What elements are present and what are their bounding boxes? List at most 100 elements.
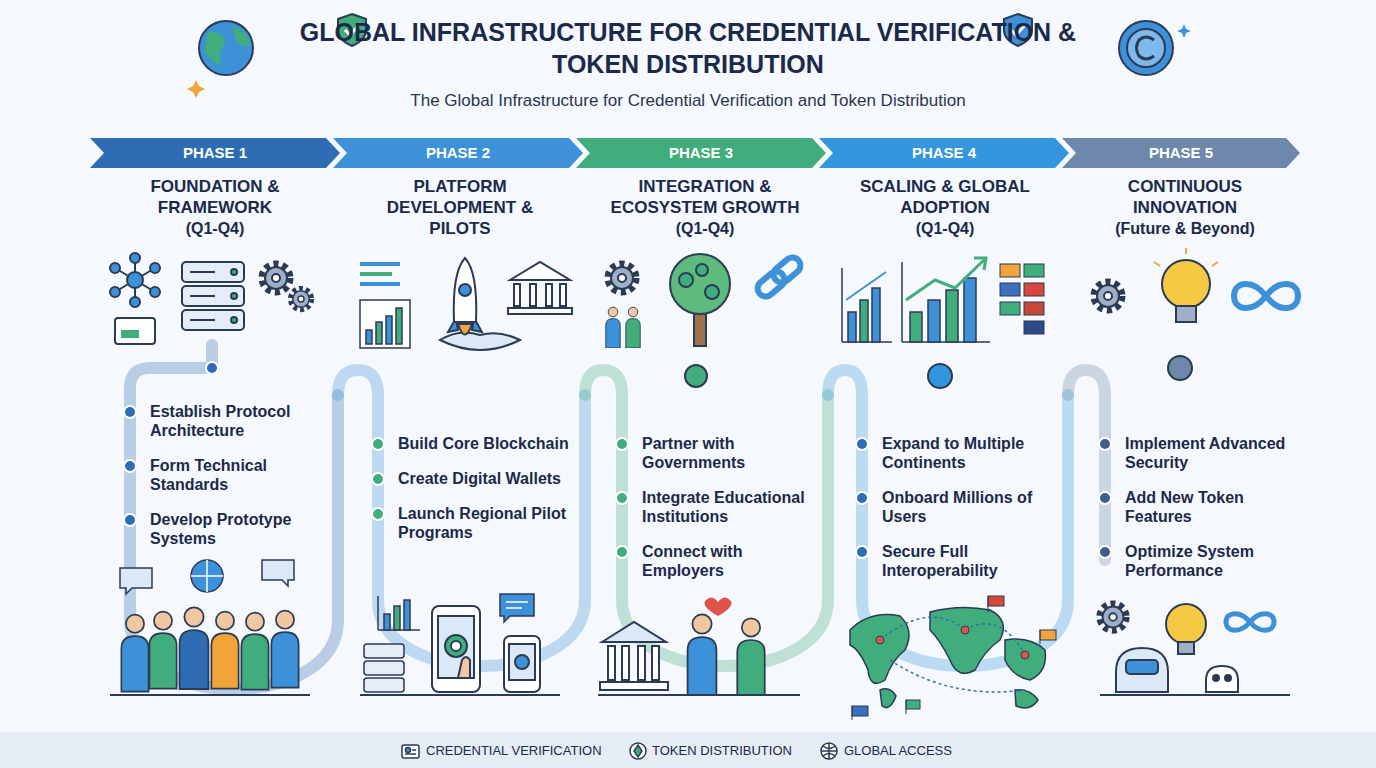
chevron-shape: [333, 138, 583, 168]
people-group: [121, 615, 148, 692]
phase-chevron: PHASE 5: [1062, 138, 1300, 168]
phase-heading: FOUNDATION & FRAMEWORK: [115, 176, 315, 218]
map-pin: [1021, 651, 1029, 659]
flag-icon: [1000, 302, 1020, 315]
network-icon: [130, 253, 140, 263]
bank-icon: [510, 262, 570, 280]
phone-icon: [432, 606, 480, 692]
map-route: [965, 624, 1025, 655]
chart-icon: [384, 614, 390, 630]
flag-icon: [1024, 321, 1044, 334]
chain-icon: [754, 254, 803, 300]
bar-chart-icon: [396, 308, 402, 344]
phase-label: PHASE 3: [576, 138, 826, 168]
map-pin: [988, 596, 1004, 606]
network-icon: [150, 263, 160, 273]
growth-chart-icon: [901, 262, 903, 342]
flow-line: [130, 345, 338, 689]
bullet-dot: [616, 546, 628, 558]
map-pin: [906, 700, 920, 709]
bank-icon: [638, 646, 645, 680]
chain-icon: [770, 254, 803, 286]
phase-heading: SCALING & GLOBAL ADOPTION: [845, 176, 1045, 218]
chat-bubble: [506, 601, 528, 603]
bank-icon: [602, 622, 666, 642]
phase-heading: INTEGRATION & ECOSYSTEM GROWTH: [590, 176, 820, 218]
people-pair: [705, 597, 732, 616]
bullet-dot: [1099, 492, 1111, 504]
growth-chart-icon: [910, 312, 922, 342]
flow-node: [928, 364, 952, 388]
map-pin: [1040, 630, 1041, 644]
milestone-item: Establish Protocol Architecture: [150, 402, 322, 440]
infinity-icon: [1226, 614, 1274, 631]
server-icon: [182, 262, 244, 330]
bar-chart-icon: [360, 300, 410, 348]
map-route: [880, 617, 1025, 692]
legend-icon: [402, 743, 837, 759]
bullet-dot: [1099, 546, 1111, 558]
network-icon: [127, 272, 143, 288]
legend-text: GLOBAL ACCESS: [844, 743, 952, 759]
world-map: [850, 607, 1045, 708]
bank-icon: [622, 646, 629, 680]
coin-icon: [1137, 37, 1155, 59]
network-icon: [130, 297, 140, 307]
chevron-shape: [819, 138, 1069, 168]
legend-icon: [634, 745, 642, 757]
milestone-item: Connect with Employers: [642, 542, 814, 580]
flag-icon: [1024, 302, 1044, 315]
phase-chevron: PHASE 3: [576, 138, 826, 168]
bar-chart-icon: [376, 322, 382, 344]
chat-bubble: [360, 694, 560, 696]
phase-label: PHASE 5: [1062, 138, 1300, 168]
flag-icon: [1000, 283, 1020, 296]
speech-bubble: [120, 560, 294, 594]
growth-chart-icon: [946, 290, 958, 342]
milestone-item: Optimize System Performance: [1125, 542, 1297, 580]
infinity-icon: [1226, 614, 1274, 631]
chevron-shape: [576, 138, 826, 168]
list-icon: [360, 262, 400, 266]
bar-chart-icon: [842, 268, 892, 342]
bank-icon: [600, 682, 668, 690]
chat-bubble: [360, 594, 560, 695]
bank-icon: [508, 262, 572, 314]
phase-label: PHASE 1: [90, 138, 340, 168]
people-group: [211, 612, 238, 689]
list-icon: [360, 282, 400, 286]
flow-line: [1068, 370, 1105, 560]
flow-node: [206, 362, 218, 374]
phase-period: (Future & Beyond): [1075, 219, 1295, 239]
infinity-icon: [1234, 284, 1298, 308]
world-map: [880, 689, 896, 708]
map-pin: [988, 596, 989, 612]
milestone-item: Expand to Multiple Continents: [882, 434, 1054, 472]
browser-icon: [121, 330, 139, 338]
list-icon: [360, 262, 400, 286]
map-pin: [906, 700, 907, 714]
chevron-shape: [90, 138, 340, 168]
phone-icon: [458, 657, 470, 678]
people-group: [241, 613, 268, 690]
gear-icon: [291, 289, 312, 310]
bar-chart-icon: [846, 272, 886, 300]
rocket-icon: [454, 258, 477, 322]
legend-icon: [821, 743, 837, 759]
growth-chart-icon: [902, 258, 990, 342]
milestone-item: Secure Full Interoperability: [882, 542, 1054, 580]
phase-period: (Q1-Q4): [595, 219, 815, 239]
rocket-icon: [440, 258, 520, 350]
tree-icon: [694, 310, 706, 346]
chat-bubble: [506, 607, 522, 609]
sparkle: [1177, 24, 1191, 38]
legend-icon: [412, 749, 416, 751]
bar-chart-icon: [366, 330, 372, 344]
people-group: [180, 607, 209, 689]
server-icon: [190, 295, 215, 297]
speech-bubble: [191, 560, 223, 592]
gear-icon: [608, 264, 636, 292]
legend-icon: [821, 743, 837, 759]
world-map: [1005, 639, 1045, 680]
